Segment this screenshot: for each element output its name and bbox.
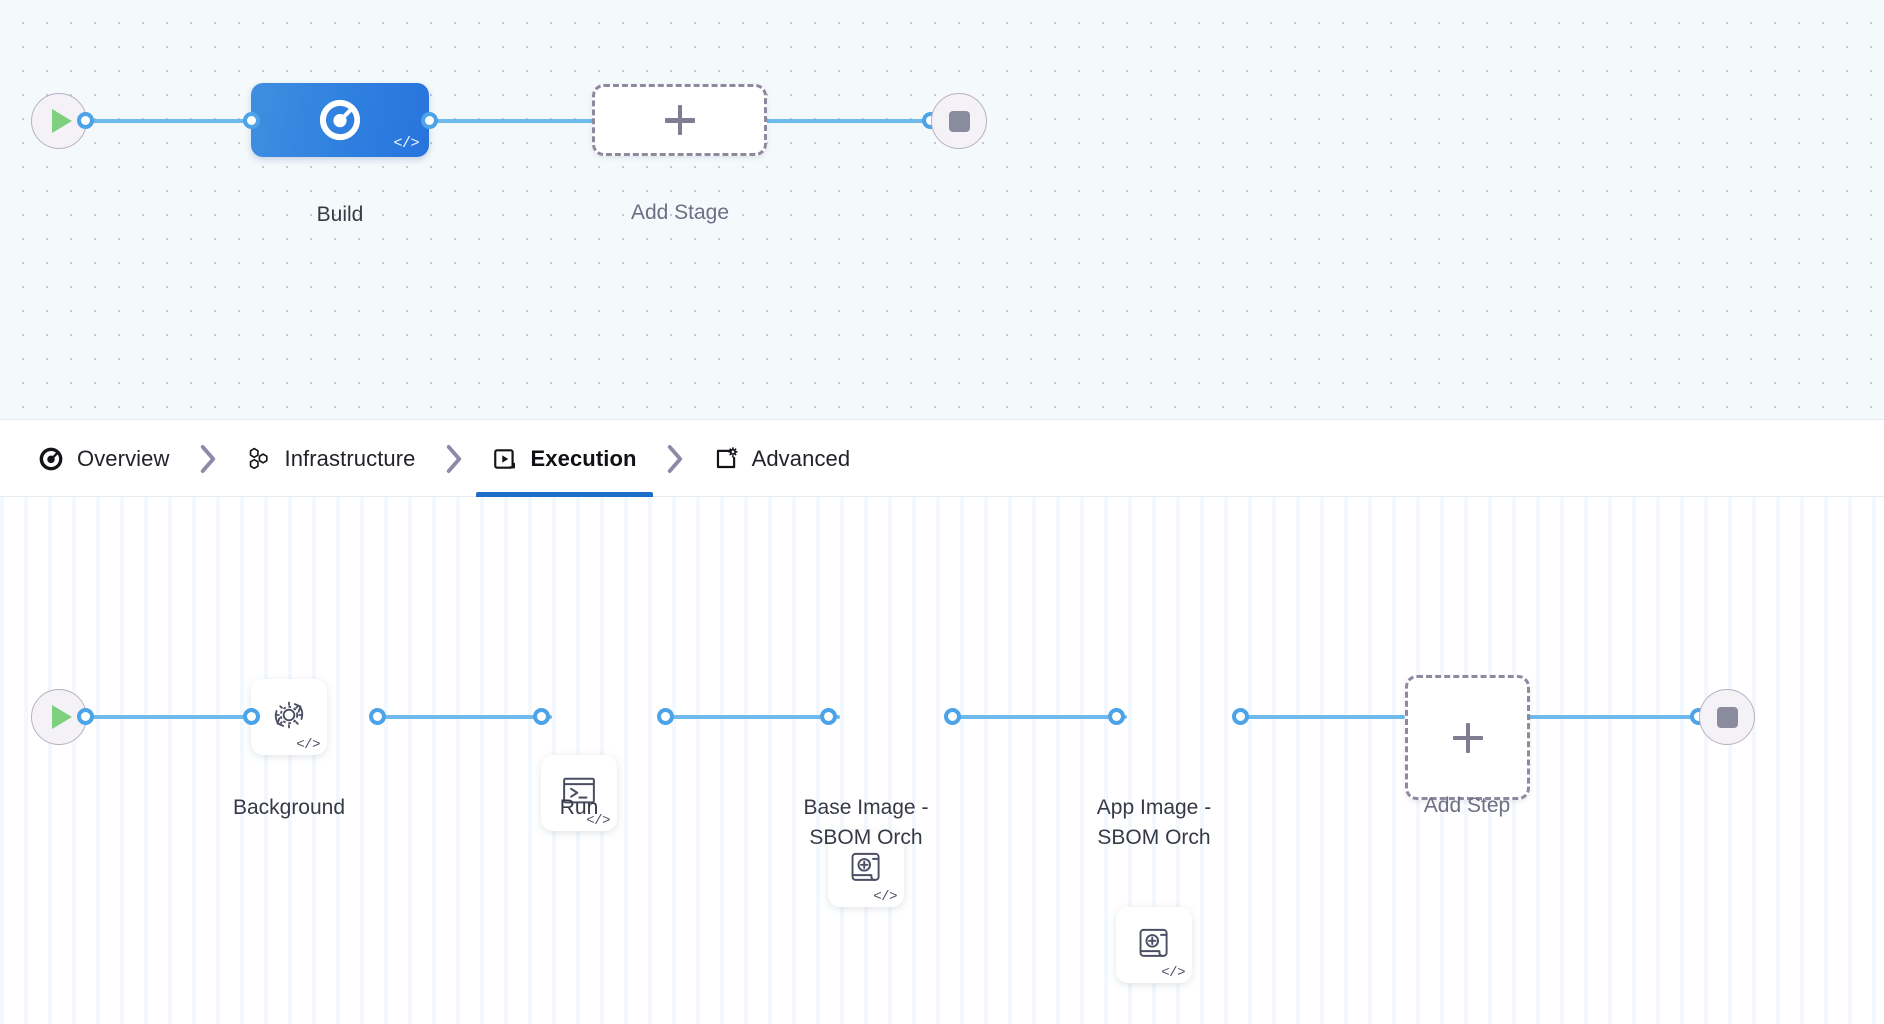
stage-build-in-port[interactable] xyxy=(243,112,260,129)
step-code-badge: </> xyxy=(873,889,897,905)
ci-overview-icon xyxy=(39,447,63,470)
tab-advanced[interactable]: Advanced xyxy=(697,421,867,497)
step-node-base-image-sbom-orch[interactable]: </> xyxy=(828,831,904,907)
step-base-image-in-port[interactable] xyxy=(820,708,837,725)
tab-execution[interactable]: Execution xyxy=(475,421,653,497)
tab-overview[interactable]: Overview xyxy=(22,421,186,497)
play-icon xyxy=(52,705,72,729)
step-node-background[interactable]: </> xyxy=(251,679,327,755)
plus-icon xyxy=(1452,722,1483,753)
step-code-badge: </> xyxy=(586,813,610,829)
stage-label-build: Build xyxy=(316,203,364,226)
step-node-app-image-sbom-orch[interactable]: </> xyxy=(1116,907,1192,983)
step-run-out-port[interactable] xyxy=(657,708,674,725)
stop-icon xyxy=(948,110,970,132)
tab-separator-1 xyxy=(186,444,230,474)
stage-code-badge: </> xyxy=(393,135,419,152)
step-label-background: Background xyxy=(232,796,346,819)
tab-separator-2 xyxy=(432,444,476,474)
step-wire-appimage-addstep xyxy=(1235,715,1405,719)
step-app-image-in-port[interactable] xyxy=(1108,708,1125,725)
tab-separator-3 xyxy=(653,444,697,474)
step-code-badge: </> xyxy=(1161,965,1185,981)
tab-active-underline xyxy=(475,491,653,497)
stage-end-node[interactable] xyxy=(931,93,987,149)
gear-window-icon xyxy=(716,446,738,468)
step-wire-run-baseimage xyxy=(660,715,840,719)
tab-label-infrastructure: Infrastructure xyxy=(284,445,416,471)
chevron-right-icon xyxy=(200,444,215,473)
tab-infrastructure[interactable]: Infrastructure xyxy=(230,421,432,497)
stage-wire-add-end xyxy=(763,119,938,123)
step-app-image-out-port[interactable] xyxy=(1232,708,1249,725)
add-step-label: Add Step xyxy=(1423,794,1511,817)
hexagons-icon xyxy=(249,447,268,469)
step-start-port[interactable] xyxy=(77,708,94,725)
step-wire-background-run xyxy=(372,715,552,719)
step-run-in-port[interactable] xyxy=(533,708,550,725)
step-background-out-port[interactable] xyxy=(369,708,386,725)
step-end-node[interactable] xyxy=(1699,689,1755,745)
stage-build-out-port[interactable] xyxy=(421,112,438,129)
plus-icon xyxy=(664,105,695,135)
step-node-run[interactable]: </> xyxy=(541,755,617,831)
add-step-button[interactable] xyxy=(1405,675,1530,800)
step-label-app-image-sbom-orch: App Image - SBOM Orch xyxy=(1096,796,1212,849)
step-wire-addstep-end xyxy=(1527,715,1702,719)
sbom-scroll-icon xyxy=(851,853,880,882)
chevron-right-icon xyxy=(446,444,461,473)
step-base-image-out-port[interactable] xyxy=(944,708,961,725)
execution-graph-canvas[interactable]: </> Background </> Run xyxy=(0,497,1884,1024)
stop-icon xyxy=(1716,706,1738,728)
play-icon xyxy=(52,109,72,133)
step-label-base-image-sbom-orch: Base Image - SBOM Orch xyxy=(803,796,929,849)
step-label-run: Run xyxy=(559,796,599,819)
step-wire-start-background xyxy=(78,715,258,719)
chevron-right-icon xyxy=(667,444,682,473)
step-code-badge: </> xyxy=(296,737,320,753)
sbom-scroll-icon xyxy=(1139,929,1168,958)
stage-node-build[interactable]: </> xyxy=(251,83,429,157)
tab-label-advanced: Advanced xyxy=(751,445,851,471)
step-wire-baseimage-appimage xyxy=(947,715,1127,719)
gear-refresh-icon xyxy=(274,702,304,729)
stage-start-port[interactable] xyxy=(77,112,94,129)
stage-graph-canvas[interactable]: </> Build Add Stage xyxy=(0,0,1884,420)
add-stage-label: Add Stage xyxy=(630,201,730,224)
stage-config-tabbar: Overview Infrastructure xyxy=(0,421,1884,497)
ci-build-icon xyxy=(319,99,361,141)
tab-label-overview: Overview xyxy=(77,445,170,471)
terminal-icon xyxy=(563,778,595,804)
add-stage-button[interactable] xyxy=(592,84,767,156)
tab-label-execution: Execution xyxy=(530,445,637,471)
stage-wire-start-build xyxy=(78,119,258,123)
step-background-in-port[interactable] xyxy=(243,708,260,725)
play-box-icon xyxy=(493,448,515,469)
stage-wire-build-add xyxy=(424,119,604,123)
